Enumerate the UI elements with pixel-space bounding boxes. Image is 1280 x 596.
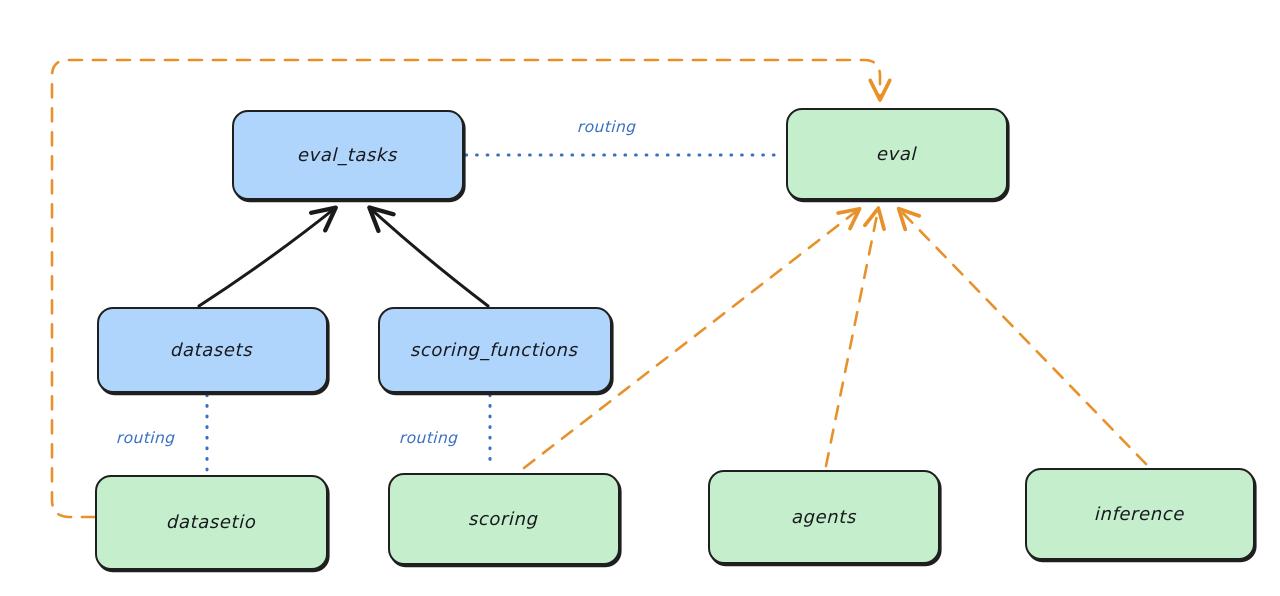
node-scoring-functions[interactable]: scoring_functions [378, 307, 612, 393]
node-inference[interactable]: inference [1025, 468, 1255, 560]
node-label-datasets: datasets [170, 339, 255, 361]
edge-label-routing-datasets: routing [116, 429, 177, 447]
node-datasets[interactable]: datasets [97, 307, 328, 393]
node-eval[interactable]: eval [786, 108, 1008, 200]
edge-datasets-to-eval-tasks [197, 205, 338, 308]
edge-label-routing-scoring-functions: routing [399, 429, 460, 447]
node-label-eval-tasks: eval_tasks [297, 144, 399, 166]
node-label-datasetio: datasetio [166, 512, 257, 533]
node-agents[interactable]: agents [708, 470, 940, 564]
edge-scoring-functions-to-eval-tasks [367, 205, 490, 308]
edge-label-routing-eval-tasks: routing [577, 118, 638, 136]
edge-datasetio-to-eval [50, 58, 892, 519]
node-label-scoring: scoring [468, 508, 540, 530]
node-label-agents: agents [790, 506, 858, 528]
node-label-scoring-functions: scoring_functions [410, 339, 580, 361]
edge-inference-to-eval [896, 206, 1148, 466]
edge-agents-to-eval [824, 206, 886, 468]
node-eval-tasks[interactable]: eval_tasks [232, 110, 464, 200]
node-scoring[interactable]: scoring [388, 473, 620, 565]
node-label-inference: inference [1094, 503, 1186, 525]
node-label-eval: eval [876, 143, 918, 165]
node-datasetio[interactable]: datasetio [95, 475, 328, 570]
